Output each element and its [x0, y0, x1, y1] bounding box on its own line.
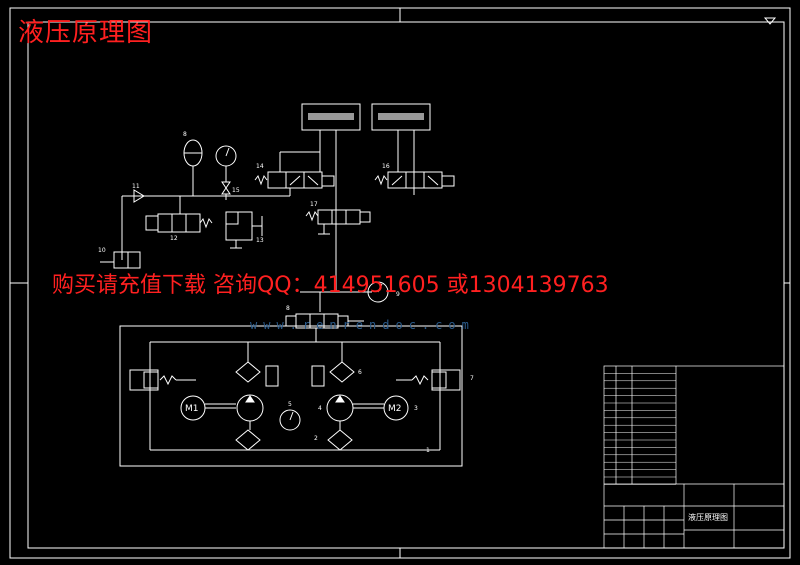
page-title: 液压原理图 [18, 18, 154, 48]
svg-text:13: 13 [256, 237, 264, 244]
svg-text:7: 7 [470, 375, 474, 382]
svg-text:14: 14 [256, 163, 264, 170]
svg-text:12: 12 [170, 235, 178, 242]
inner-frame [27, 21, 785, 549]
svg-text:2: 2 [314, 435, 318, 442]
download-advert: 购买请充值下载 咨询QQ：414951605 或1304139763 [52, 273, 609, 298]
actuator-box-left [301, 103, 361, 131]
svg-text:8: 8 [183, 131, 187, 138]
svg-text:5: 5 [288, 401, 292, 408]
svg-text:液压原理图: 液压原理图 [688, 512, 728, 522]
watermark-text: www.renrendoc.com [250, 318, 475, 332]
svg-text:10: 10 [98, 247, 106, 254]
svg-text:17: 17 [310, 201, 318, 208]
svg-text:11: 11 [132, 183, 140, 190]
svg-text:16: 16 [382, 163, 390, 170]
svg-text:15: 15 [232, 187, 240, 194]
svg-text:1: 1 [426, 447, 430, 454]
svg-text:8: 8 [286, 305, 290, 312]
actuator-box-right [371, 103, 431, 131]
svg-text:M1: M1 [185, 404, 199, 414]
svg-text:9: 9 [396, 291, 400, 298]
svg-text:3: 3 [414, 405, 418, 412]
svg-text:4: 4 [318, 405, 322, 412]
svg-text:M2: M2 [388, 404, 402, 414]
svg-text:6: 6 [358, 369, 362, 376]
